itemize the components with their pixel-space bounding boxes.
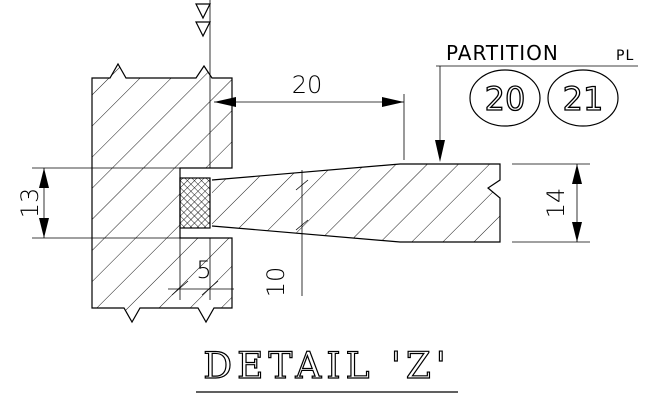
bubble-ref-1 xyxy=(469,69,541,127)
dimension-height-left xyxy=(32,167,180,239)
bubble-ref-1-text: 20 xyxy=(485,80,526,118)
dim-tip-label: 10 xyxy=(262,267,290,298)
bubble-ref-2-text: 21 xyxy=(563,80,604,118)
dimension-recess xyxy=(168,238,234,300)
callout-label: PARTITION xyxy=(446,41,559,65)
joint-infill xyxy=(179,177,211,229)
plate-symbol: PL xyxy=(616,48,634,64)
bubble-ref-2 xyxy=(547,69,619,127)
detail-title: DETAIL 'Z' xyxy=(203,346,451,387)
dim-height-right-label: 14 xyxy=(542,188,570,219)
partition-panel xyxy=(211,163,501,243)
dimension-height-right xyxy=(512,163,590,243)
dimension-gap-width xyxy=(214,94,405,160)
dim-height-left-label: 13 xyxy=(16,188,44,219)
partition-callout: PARTITION PL 20 21 xyxy=(435,41,638,162)
dimension-tip xyxy=(295,170,309,296)
level-marker-icon xyxy=(195,0,211,78)
dim-recess-label: 5 xyxy=(196,256,211,284)
dim-gap-width-label: 20 xyxy=(292,71,323,99)
